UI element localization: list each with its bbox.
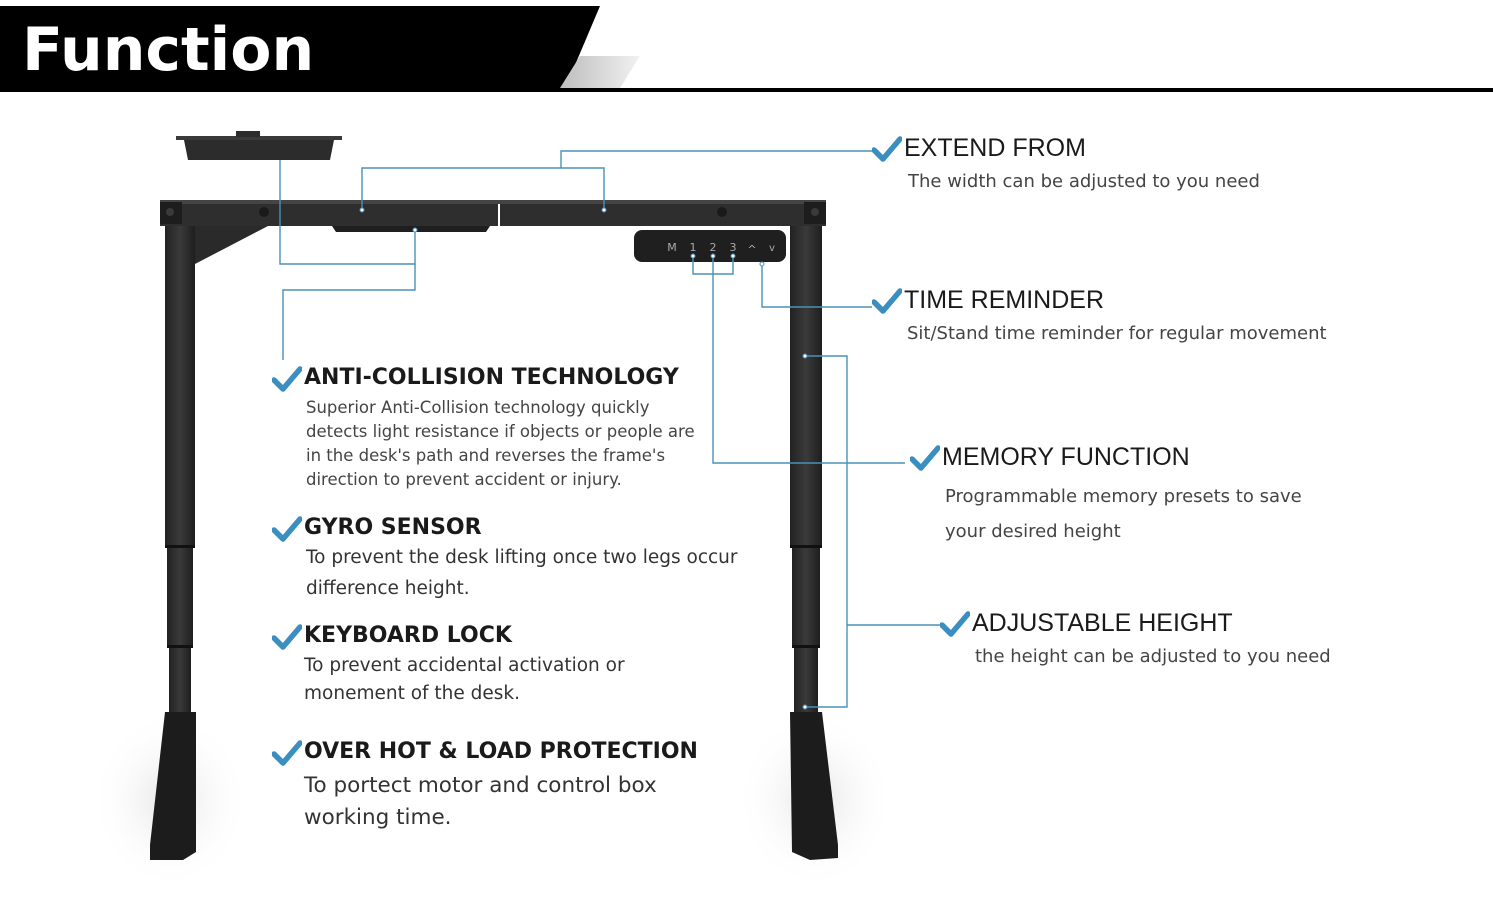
check-icon bbox=[272, 366, 302, 392]
motor-housing bbox=[332, 226, 490, 232]
panel-button-2: 2 bbox=[710, 241, 717, 254]
feature-memory-function: MEMORY FUNCTION Programmable memory pres… bbox=[910, 443, 1302, 549]
check-icon bbox=[910, 445, 940, 471]
feature-anti-collision: ANTI-COLLISION TECHNOLOGY Superior Anti-… bbox=[272, 364, 695, 492]
feature-keyboard-lock: KEYBOARD LOCK To prevent accidental acti… bbox=[272, 622, 625, 708]
panel-button-3: 3 bbox=[730, 241, 737, 254]
header-rule bbox=[0, 88, 1493, 92]
leader-memory-b bbox=[712, 256, 905, 464]
feature-title: GYRO SENSOR bbox=[304, 515, 482, 540]
leader-control-box bbox=[279, 160, 416, 265]
control-panel: M 1 2 3 ^ v bbox=[634, 230, 786, 262]
panel-button-1: 1 bbox=[690, 241, 697, 254]
feature-description: To portect motor and control box working… bbox=[304, 773, 657, 830]
leader-lines bbox=[279, 150, 940, 708]
feature-description: Superior Anti-Collision technology quick… bbox=[306, 398, 695, 489]
panel-button-m: M bbox=[667, 241, 677, 254]
leader-extend-from-stem bbox=[560, 150, 872, 168]
check-icon bbox=[872, 136, 902, 162]
feature-description: To prevent the desk lifting once two leg… bbox=[306, 547, 738, 599]
feature-gyro-sensor: GYRO SENSOR To prevent the desk lifting … bbox=[272, 514, 738, 604]
feature-description: To prevent accidental activation or mone… bbox=[304, 655, 625, 704]
check-icon bbox=[272, 624, 302, 650]
feature-title: ANTI-COLLISION TECHNOLOGY bbox=[304, 365, 679, 390]
feature-description: The width can be adjusted to you need bbox=[908, 171, 1260, 192]
left-leg bbox=[150, 226, 196, 860]
control-box bbox=[176, 131, 342, 160]
right-leg bbox=[790, 226, 838, 860]
check-icon bbox=[272, 740, 302, 766]
feature-description: Sit/Stand time reminder for regular move… bbox=[907, 323, 1327, 344]
top-beam bbox=[160, 200, 826, 226]
panel-button-down: v bbox=[769, 243, 775, 254]
leader-extend-from bbox=[361, 167, 605, 210]
check-icon bbox=[872, 288, 902, 314]
feature-description: the height can be adjusted to you need bbox=[975, 646, 1331, 667]
check-icon bbox=[940, 611, 970, 637]
leader-time-reminder bbox=[761, 264, 872, 308]
feature-title: KEYBOARD LOCK bbox=[304, 623, 512, 648]
panel-button-up: ^ bbox=[747, 243, 756, 256]
feature-adjustable-height: ADJUSTABLE HEIGHT the height can be adju… bbox=[940, 609, 1331, 669]
feature-time-reminder: TIME REMINDER Sit/Stand time reminder fo… bbox=[872, 286, 1327, 346]
page-title: Function bbox=[22, 15, 315, 85]
leader-dots bbox=[359, 207, 808, 710]
feature-description: Programmable memory presets to save your… bbox=[945, 486, 1302, 542]
leader-adjustable-height bbox=[805, 355, 848, 708]
feature-title: EXTEND FROM bbox=[904, 134, 1086, 162]
header-band bbox=[0, 6, 600, 91]
feature-title: TIME REMINDER bbox=[904, 286, 1104, 314]
leader-anti-collision bbox=[282, 264, 416, 360]
feature-over-hot-load-protection: OVER HOT & LOAD PROTECTION To portect mo… bbox=[272, 738, 698, 834]
feature-title: MEMORY FUNCTION bbox=[942, 443, 1190, 471]
check-icon bbox=[272, 516, 302, 542]
feature-title: ADJUSTABLE HEIGHT bbox=[972, 609, 1233, 637]
feature-extend-from: EXTEND FROM The width can be adjusted to… bbox=[872, 134, 1260, 194]
leg-bracket bbox=[195, 226, 268, 264]
feature-title: OVER HOT & LOAD PROTECTION bbox=[304, 739, 698, 764]
